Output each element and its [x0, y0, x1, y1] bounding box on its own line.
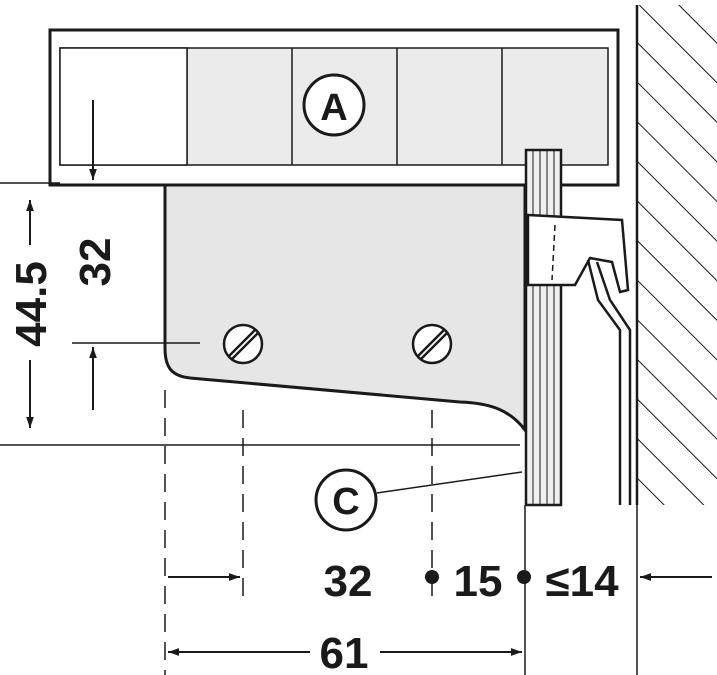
- dim-label-61: 61: [320, 629, 369, 675]
- screw-right: [411, 323, 453, 365]
- wall: [635, 5, 717, 505]
- callout-c-label: C: [332, 481, 359, 523]
- callout-a: A: [302, 73, 366, 137]
- dim-label-32-vertical: 32: [71, 238, 120, 287]
- screw-left: [222, 323, 264, 365]
- hinge-bracket: [526, 213, 632, 505]
- callout-a-label: A: [320, 87, 347, 129]
- mounting-plate: [163, 183, 527, 435]
- callout-c-leader: [376, 471, 523, 494]
- dim-label-32-bottom: 32: [324, 557, 373, 606]
- dimension-dot-right: [517, 570, 531, 584]
- dimension-arrows-horizontal: [168, 573, 712, 656]
- extension-lines: [0, 182, 638, 675]
- callout-c: C: [314, 468, 378, 532]
- door-panel: [524, 148, 563, 507]
- dimension-arrows-vertical: [26, 100, 97, 428]
- dimension-dot-left: [425, 570, 439, 584]
- dim-label-44-5: 44.5: [7, 261, 56, 347]
- dim-label-15: 15: [454, 557, 503, 606]
- dim-label-14: ≤14: [545, 557, 619, 606]
